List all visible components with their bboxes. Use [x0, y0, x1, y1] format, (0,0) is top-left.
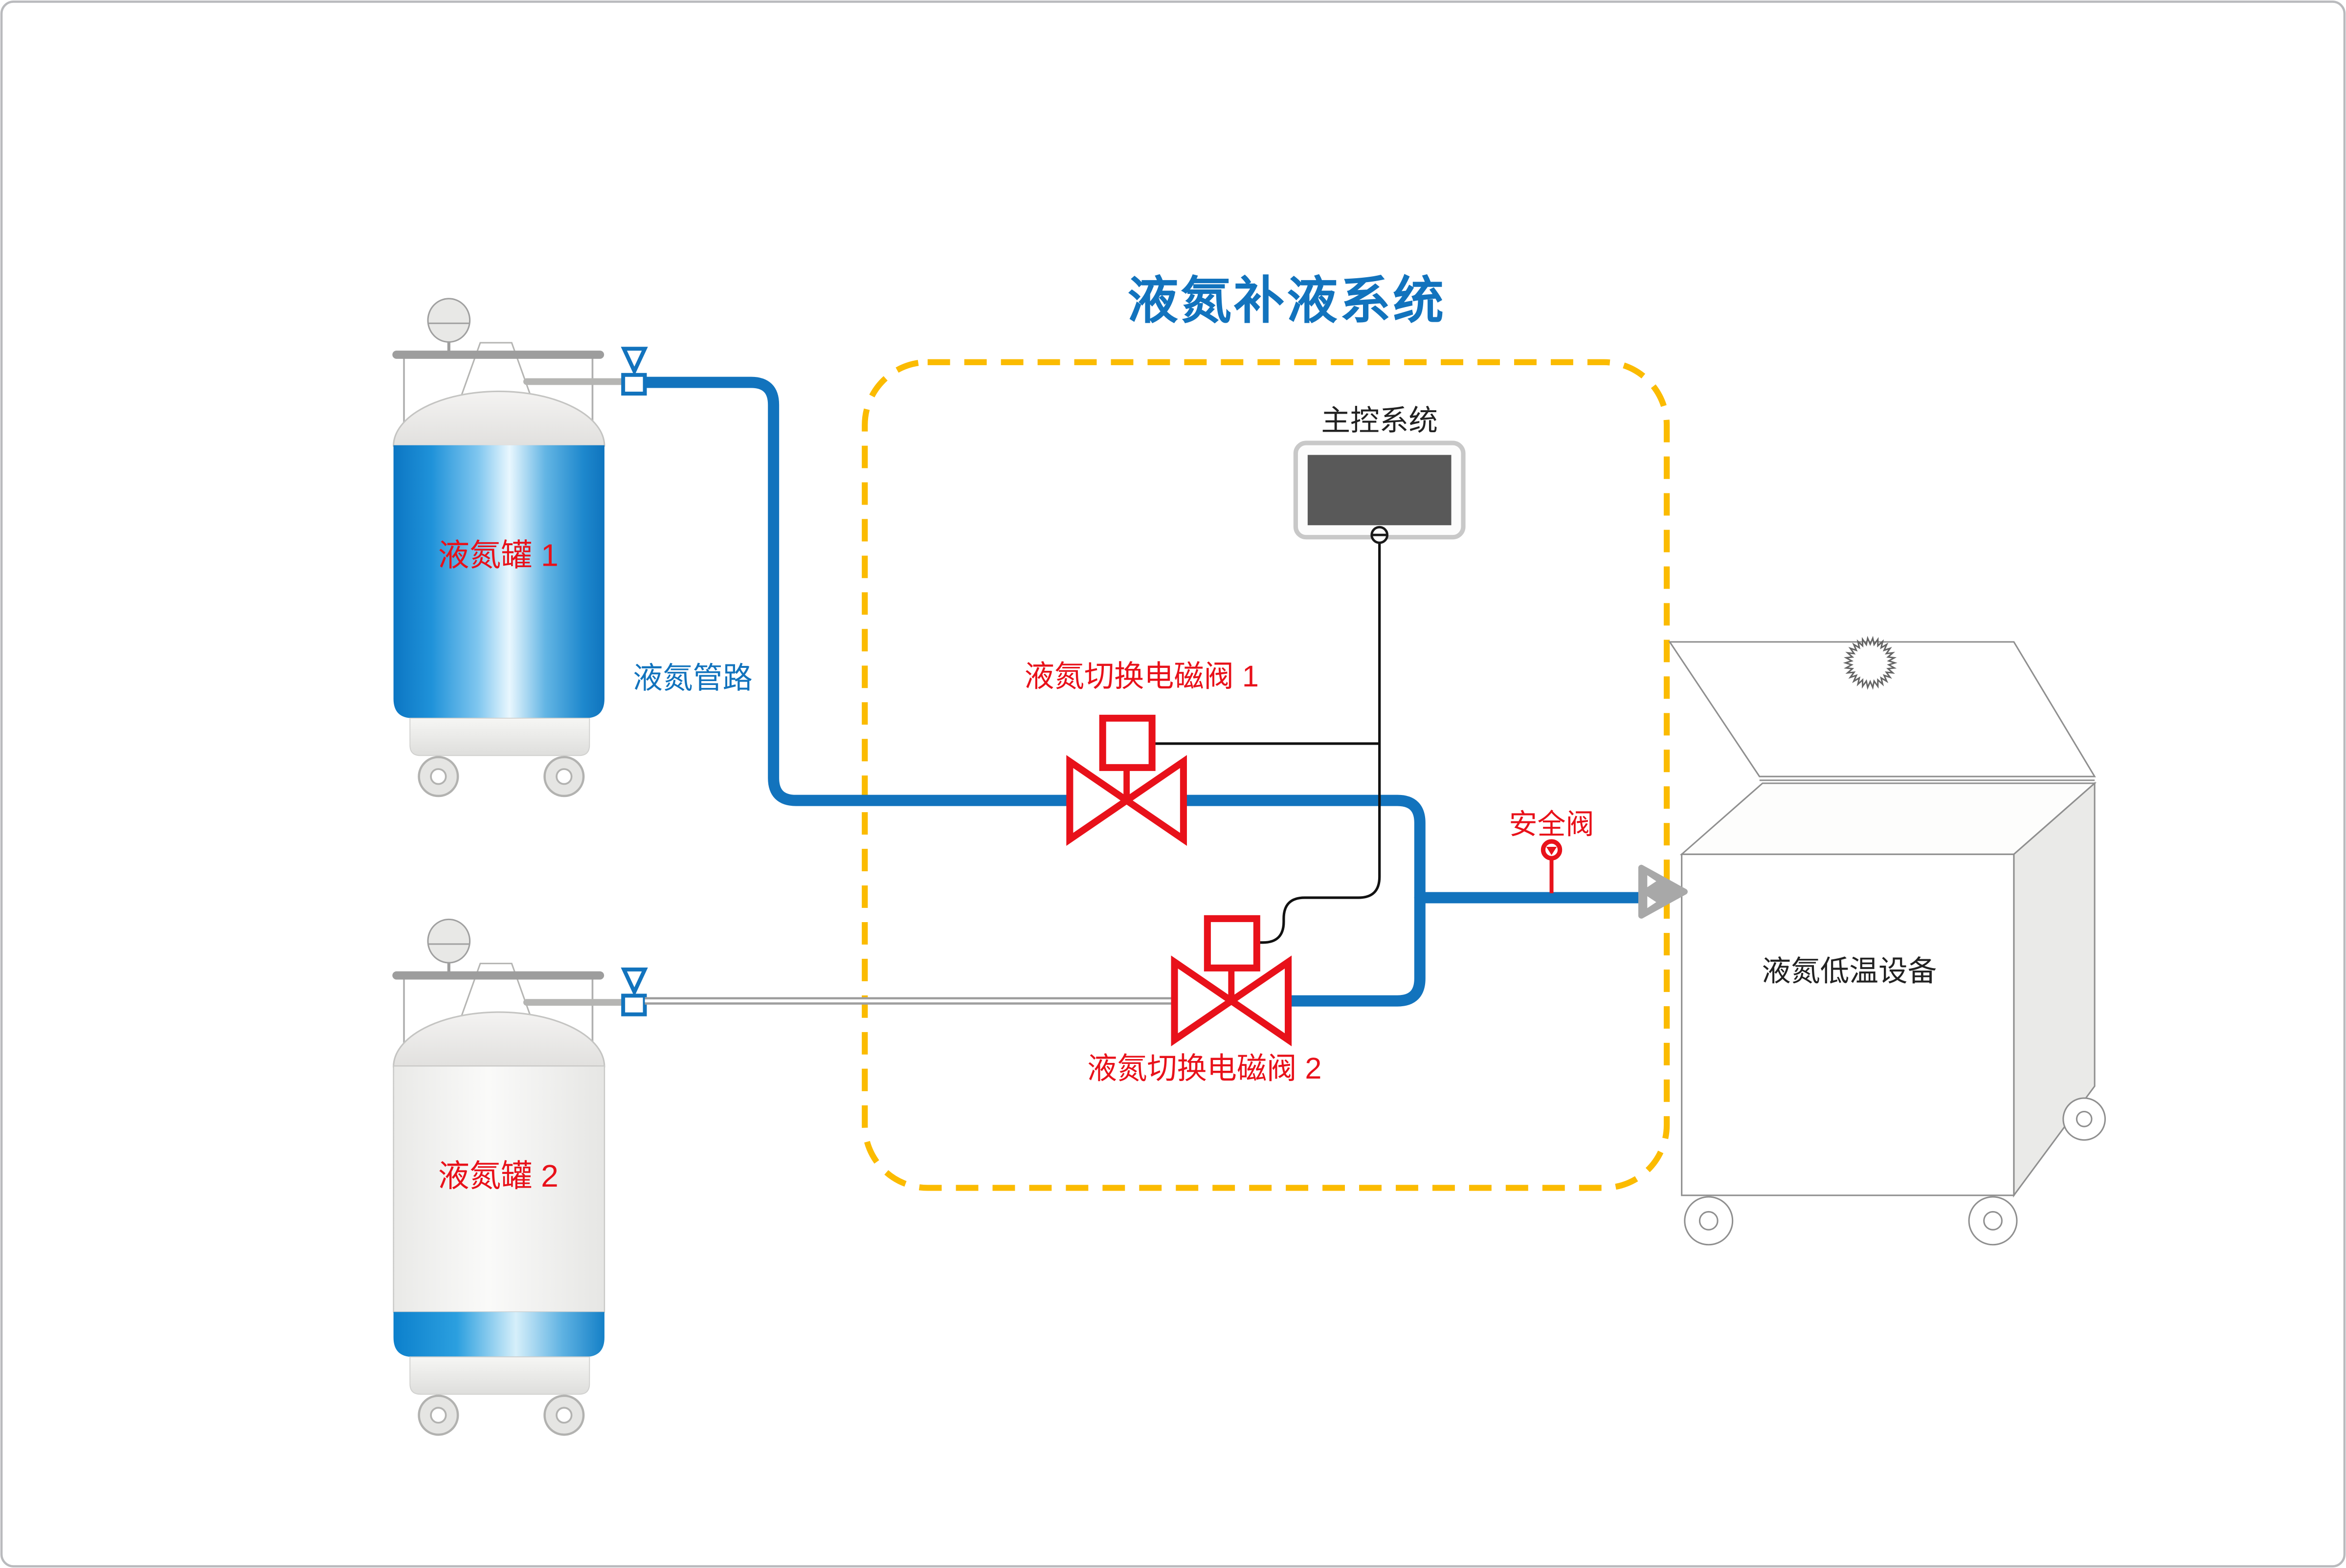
- tank2-body-empty: [393, 1065, 605, 1313]
- pipeline-label: 液氮管路: [633, 661, 753, 694]
- tank1-outlet-valve-icon: [621, 347, 648, 396]
- equipment-wheel-rear-icon: [2062, 1097, 2106, 1141]
- tank2-gauge-icon: [427, 918, 471, 964]
- main-control-system: 主控系统: [1293, 404, 1466, 544]
- system-boundary-dashed-box: [862, 359, 1670, 1191]
- valve2-body-left-icon: [1171, 955, 1238, 1046]
- tank2-label: 液氮罐 2: [438, 1158, 559, 1193]
- pipes: [645, 376, 1656, 1007]
- tank2-base: [409, 1356, 590, 1395]
- gear-circle-icon: [1843, 636, 1898, 690]
- pipe-tank1-to-valve1: [645, 376, 1072, 806]
- safety-valve-label: 安全阀: [1509, 809, 1594, 840]
- valve2-actuator-icon: [1204, 915, 1260, 972]
- tank2-dome: [393, 1011, 605, 1068]
- tank1-wheel-left-icon: [418, 756, 459, 797]
- solenoid-valve1: 液氮切换电磁阀 1: [1025, 660, 1259, 846]
- tank2-outlet-valve-icon: [621, 967, 648, 1016]
- tank1-base: [409, 717, 590, 756]
- equipment-wheel-right-icon: [1968, 1196, 2018, 1246]
- solenoid-valve2: 液氮切换电磁阀 2: [1087, 915, 1321, 1085]
- tank2-wheel-left-icon: [418, 1394, 459, 1436]
- valve1-label: 液氮切换电磁阀 1: [1025, 660, 1259, 693]
- flow-arrow-notch-top: [1647, 875, 1656, 887]
- tank2: 液氮罐 2: [392, 918, 648, 1436]
- equipment-wheel-left-icon: [1684, 1196, 1734, 1246]
- safety-valve: 安全阀: [1509, 809, 1594, 893]
- tank1-dome: [393, 390, 605, 447]
- valve1-body-left-icon: [1066, 755, 1133, 846]
- valve1-body-right-icon: [1120, 755, 1187, 846]
- control-wires: [1152, 537, 1381, 944]
- equipment-front-face: [1681, 853, 2015, 1196]
- flow-arrow-icon: [1638, 864, 1688, 919]
- main-control-label: 主控系统: [1321, 404, 1438, 437]
- wire-control-to-valve2: [1256, 537, 1381, 944]
- safety-valve-pin-wedge: [1546, 846, 1557, 855]
- valve2-body-right-icon: [1225, 955, 1292, 1046]
- equipment-label: 液氮低温设备: [1762, 954, 1937, 987]
- cryo-equipment: 液氮低温设备: [1668, 636, 2106, 1246]
- valve1-actuator-icon: [1099, 714, 1156, 771]
- tank1-gauge-icon: [427, 298, 471, 343]
- tank1: 液氮罐 1: [392, 298, 648, 797]
- tank1-body-full: [393, 445, 604, 718]
- monitor-screen: [1307, 455, 1452, 526]
- tank1-label: 液氮罐 1: [438, 537, 559, 573]
- page-title: 液氮补液系统: [1127, 272, 1446, 329]
- flow-arrow-notch-bottom: [1647, 896, 1656, 908]
- tank2-wheel-right-icon: [543, 1394, 585, 1436]
- equipment-lid: [1668, 641, 2096, 777]
- tank1-wheel-right-icon: [543, 756, 585, 797]
- valve2-label: 液氮切换电磁阀 2: [1087, 1052, 1321, 1085]
- tank2-liquid-low-band: [393, 1312, 604, 1357]
